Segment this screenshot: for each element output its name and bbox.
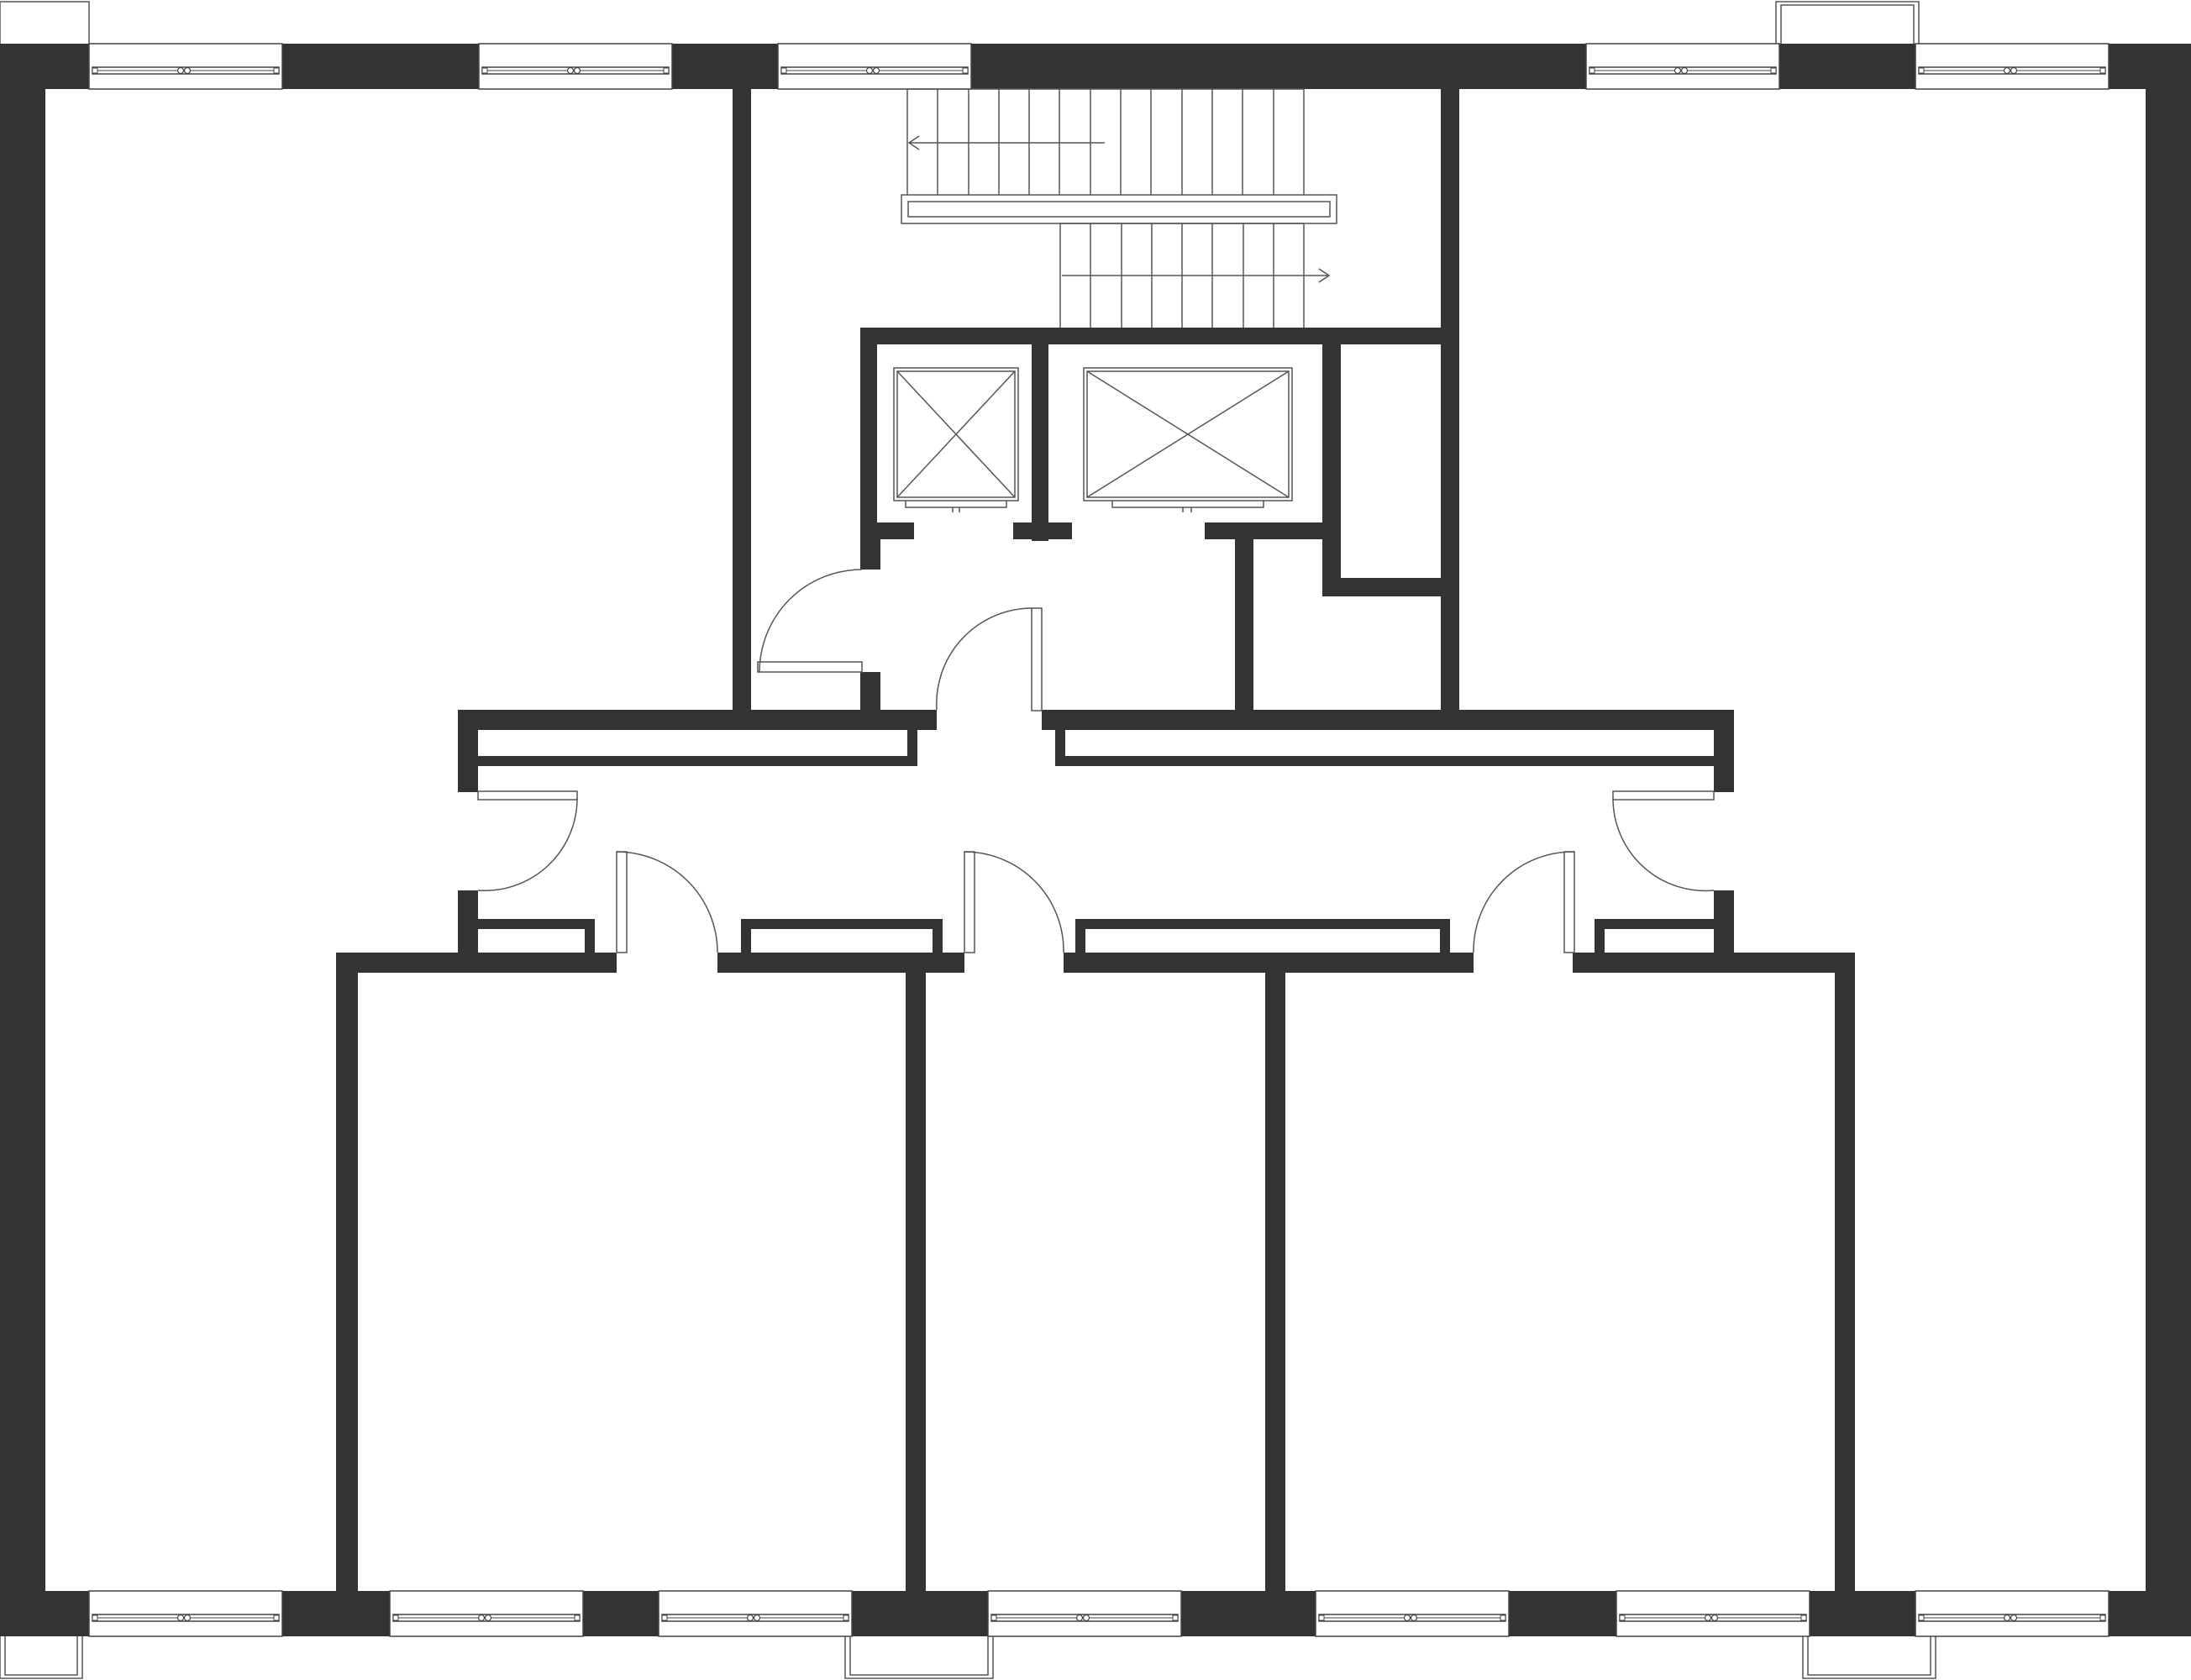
interior-wall-corridor-end-left: [458, 710, 478, 792]
elevator-shaft-small: [893, 367, 1019, 512]
interior-wall-niche-a-end: [585, 919, 595, 954]
stair-landing-rail-inner: [907, 201, 1331, 218]
stair-direction-arrow-down: [1062, 268, 1331, 283]
stair-direction-arrow-up: [907, 135, 1105, 150]
interior-wall-niche-c: [1075, 919, 1450, 929]
door-stair-hall[interactable]: [757, 569, 863, 673]
interior-wall-lift-sill-right: [1205, 522, 1341, 539]
staircase: [901, 88, 1337, 328]
window: [777, 43, 972, 90]
interior-wall-partition-4: [1835, 953, 1855, 1593]
interior-wall-lift-sill-left: [860, 522, 914, 539]
interior-wall-apartments-north-d: [1573, 953, 1855, 973]
interior-wall-niche-c-s2: [1440, 919, 1450, 954]
interior-wall-corridor-south-right: [1714, 890, 1734, 954]
interior-wall-elevator-right: [1322, 328, 1341, 596]
door-apartment-3[interactable]: [1473, 851, 1575, 953]
exterior-wall-right: [2146, 44, 2191, 1636]
balcony-top-right: [1775, 1, 1920, 45]
exterior-wall-left: [0, 44, 45, 1636]
exterior-walls: [0, 44, 2191, 1636]
interior-wall-elevator-top: [860, 328, 1442, 344]
balcony-bottom-right: [1802, 1635, 1936, 1679]
balcony-bottom-left: [0, 1635, 83, 1679]
interior-wall-corridor-south-left: [458, 890, 478, 954]
interior-wall-corridor-north-right: [1042, 710, 1734, 730]
door-corridor-right[interactable]: [1612, 790, 1715, 892]
interior-wall-stub-a: [860, 539, 880, 570]
doors: [477, 569, 1715, 953]
stair-landing-rail-outer: [901, 194, 1337, 224]
door-corridor-left[interactable]: [477, 790, 578, 892]
window: [1585, 43, 1780, 90]
interior-wall-corridor-inner-right: [1055, 756, 1715, 766]
window: [1915, 1590, 2110, 1637]
elevator-shaft-large: [1083, 367, 1293, 512]
interior-wall-corridor-cap-right: [1055, 710, 1065, 766]
interior-wall-niche-a: [477, 919, 595, 929]
window: [1315, 1590, 1510, 1637]
interior-wall-hall-right: [1235, 522, 1253, 729]
interior-wall-niche-d: [1595, 919, 1715, 929]
interior-wall-apartments-north-a: [336, 953, 617, 973]
interior-wall-corridor-inner-left: [477, 756, 917, 766]
interior-wall-niche-d-s1: [1595, 919, 1605, 954]
interior-wall-niche-b-s1: [741, 919, 751, 954]
exterior-wall-top: [0, 44, 2191, 89]
window: [987, 1590, 1182, 1637]
interior-wall-shaft-shelf: [1322, 578, 1442, 596]
window: [88, 43, 283, 90]
interior-wall-partition-1: [336, 953, 358, 1593]
interior-wall-apartments-north-b: [717, 953, 964, 973]
stair-flight-upper: [906, 88, 1305, 195]
window: [658, 1590, 853, 1637]
door-apartment-1[interactable]: [616, 851, 718, 953]
interior-wall-partition-3: [1265, 953, 1285, 1593]
elevators: [893, 367, 1293, 512]
window: [88, 1590, 283, 1637]
window: [1915, 43, 2110, 90]
interior-wall-elevator-left: [860, 328, 877, 541]
interior-wall-niche-c-s1: [1075, 919, 1085, 954]
balcony-bottom-middle: [844, 1635, 994, 1679]
interior-wall-elevator-divider: [1032, 328, 1048, 541]
door-elevator-lobby[interactable]: [936, 607, 1043, 711]
windows: [88, 43, 2110, 1637]
window: [478, 43, 673, 90]
interior-wall-core-right: [1441, 89, 1459, 729]
interior-walls: [336, 89, 1855, 1593]
interior-wall-corridor-end-right: [1714, 710, 1734, 792]
interior-wall-core-left: [733, 89, 751, 729]
interior-wall-niche-b: [741, 919, 943, 929]
interior-wall-lift-sill-mid: [1013, 522, 1072, 539]
window: [1616, 1590, 1810, 1637]
door-apartment-2[interactable]: [964, 851, 1064, 953]
balcony-top-left: [0, 1, 90, 45]
window: [389, 1590, 584, 1637]
interior-wall-corridor-cap-left: [907, 710, 917, 766]
interior-wall-niche-b-s2: [933, 919, 943, 954]
interior-wall-partition-2: [906, 953, 926, 1593]
balconies: [0, 1, 1936, 1679]
interior-wall-corridor-north-left: [458, 710, 937, 730]
